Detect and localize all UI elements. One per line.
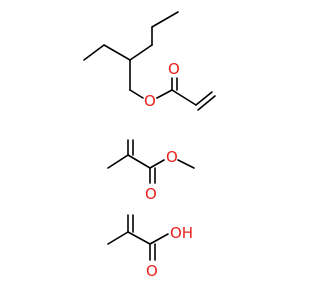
bond [156,89,173,99]
bond [107,231,129,245]
bond [195,91,213,106]
atom-label-carbonyl-o: O [145,185,157,203]
atom-label-hydroxyl: OH [170,224,193,242]
bond [127,231,151,245]
bond [171,89,197,106]
atom-label-ester-o: O [144,92,156,110]
bond [129,44,153,61]
bond [151,11,179,28]
chemical-structure-diagram: O O O O OH O [83,11,216,280]
methyl-methacrylate-structure: O O [107,139,195,203]
bond [149,233,169,245]
atom-label-ester-o: O [166,148,178,166]
bond [149,159,165,169]
methacrylic-acid-structure: OH O [107,214,193,280]
bond [129,89,144,99]
atom-label-carbonyl-o: O [146,262,158,280]
ethylhexyl-acrylate-structure: O O [83,11,216,111]
bond [197,95,216,111]
bond [83,44,105,61]
bond [107,154,129,169]
bond [177,159,195,169]
bond [127,154,151,169]
bond [103,44,131,61]
atom-label-carbonyl-o: O [168,60,180,78]
